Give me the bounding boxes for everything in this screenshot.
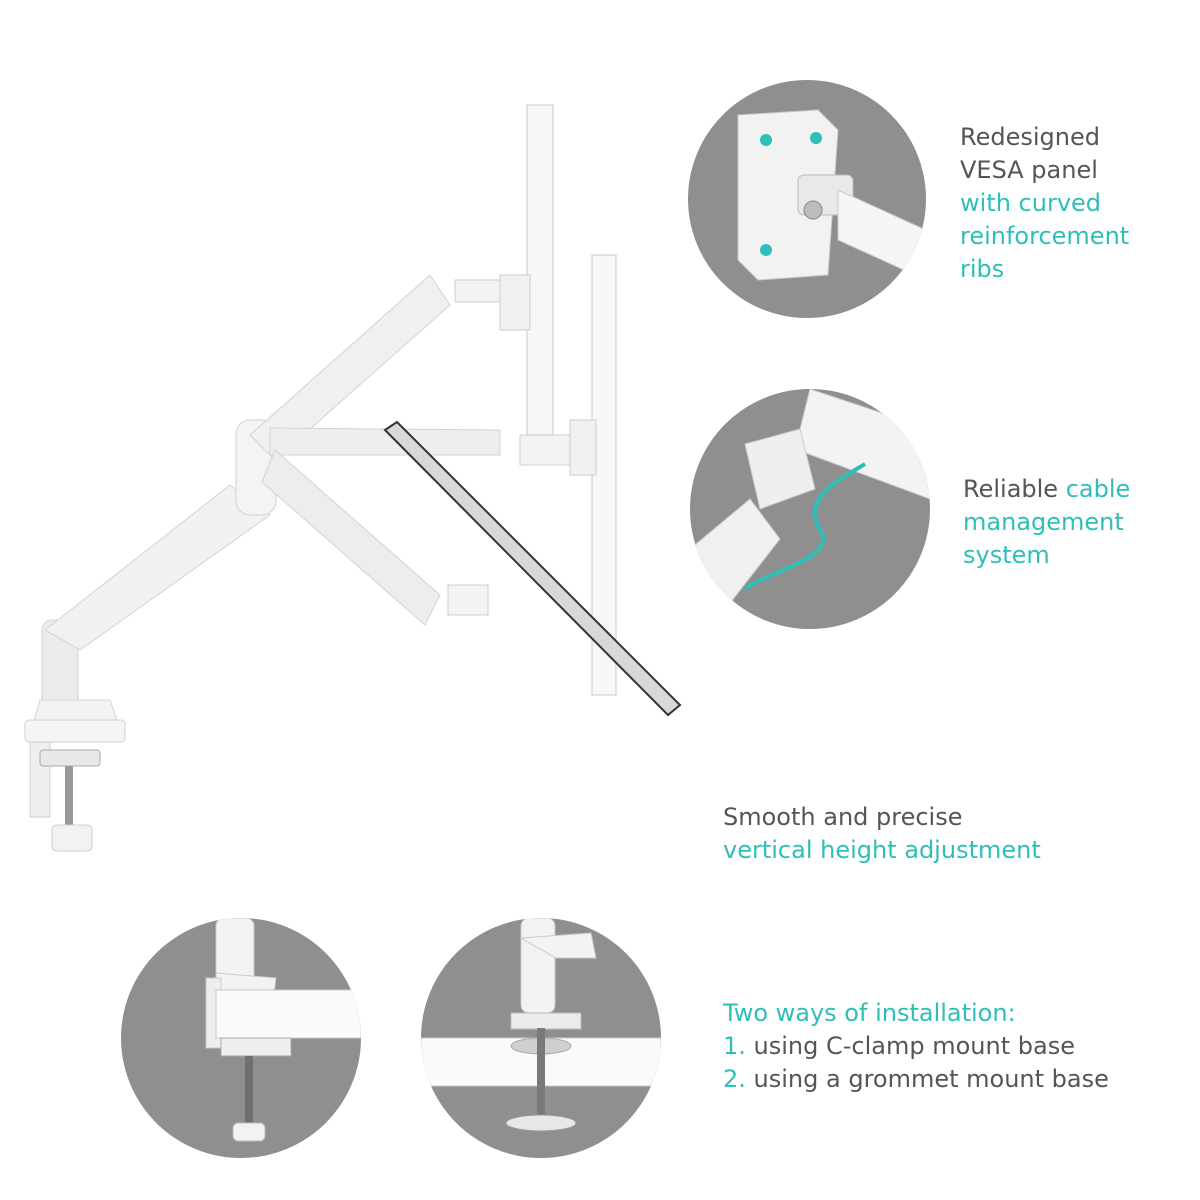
installation-item-1-text: using C-clamp mount base (753, 1032, 1075, 1060)
vesa-line-2: VESA panel (960, 156, 1098, 184)
vesa-line-5: ribs (960, 255, 1005, 283)
cable-line-2: management (963, 508, 1124, 536)
cable-management-closeup (690, 389, 930, 629)
installation-item-2-number: 2. (723, 1065, 746, 1093)
height-line-1: Smooth and precise (723, 803, 963, 831)
vesa-line-1: Redesigned (960, 123, 1100, 151)
installation-feature-text: Two ways of installation: 1. using C-cla… (723, 997, 1109, 1096)
cable-line-1-dark: Reliable (963, 475, 1059, 503)
cable-line-3: system (963, 541, 1050, 569)
c-clamp-closeup (121, 918, 361, 1158)
grommet-closeup (421, 918, 661, 1158)
installation-heading: Two ways of installation: (723, 999, 1016, 1027)
vesa-panel-closeup (688, 80, 926, 318)
installation-item-2-text: using a grommet mount base (753, 1065, 1109, 1093)
monitor-arm-illustration (0, 90, 700, 880)
height-feature-text: Smooth and precise vertical height adjus… (723, 801, 1041, 867)
installation-item-1-number: 1. (723, 1032, 746, 1060)
vesa-line-3: with curved (960, 189, 1102, 217)
cable-feature-text: Reliable cable management system (963, 473, 1130, 572)
cable-line-1-accent: cable (1065, 475, 1131, 503)
vesa-line-4: reinforcement (960, 222, 1130, 250)
height-line-2: vertical height adjustment (723, 836, 1041, 864)
vesa-feature-text: Redesigned VESA panel with curved reinfo… (960, 121, 1129, 286)
